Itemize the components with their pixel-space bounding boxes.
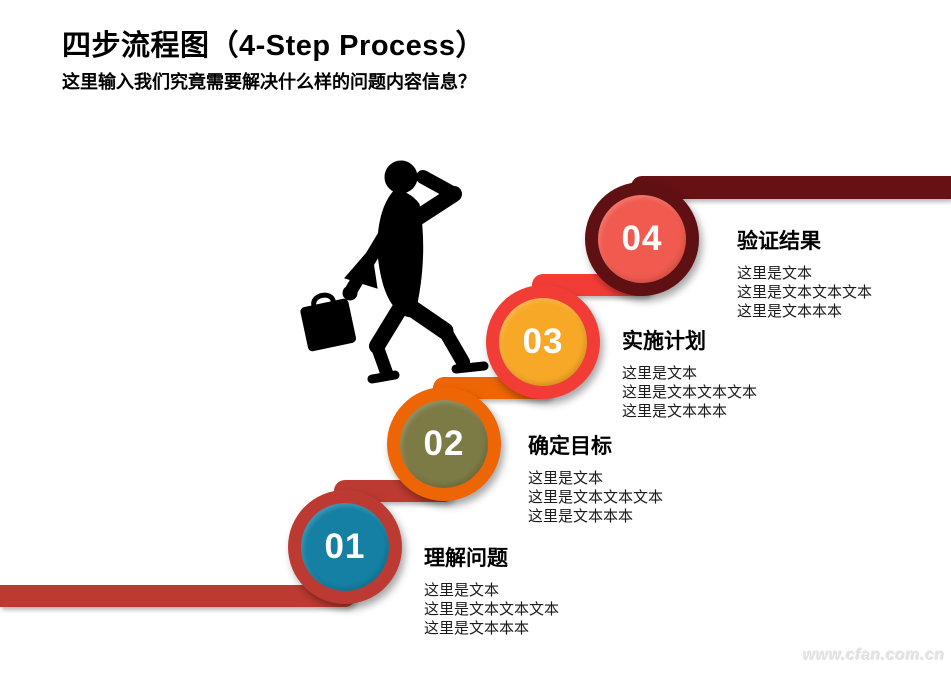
- silhouette-back-foot: [367, 370, 400, 384]
- slide-title: 四步流程图（4-Step Process）: [62, 30, 486, 62]
- step-1-line-3: 这里是文本本本: [424, 620, 530, 637]
- step-3-heading: 实施计划: [622, 330, 706, 353]
- silhouette-front-thigh: [401, 298, 454, 340]
- step-3-badge: 03: [486, 285, 600, 399]
- silhouette-back-calf: [370, 339, 394, 381]
- step-4-text-block: 验证结果 这里是文本 这里是文本文本文本 这里是文本本本: [737, 225, 951, 321]
- silhouette-head: [384, 160, 418, 194]
- step-1-line-1: 这里是文本: [424, 582, 500, 599]
- silhouette-left-arm: [345, 207, 404, 296]
- silhouette-hand: [342, 285, 358, 301]
- step-2-line-1: 这里是文本: [528, 470, 604, 487]
- step-3-text-block: 实施计划 这里是文本 这里是文本文本文本 这里是文本本本: [622, 325, 862, 421]
- step-3-line-2: 这里是文本文本文本: [622, 384, 758, 401]
- step-2-number: 02: [423, 424, 465, 463]
- step-1-number: 01: [324, 527, 366, 566]
- step-3-line-3: 这里是文本本本: [622, 403, 728, 420]
- stair-bar-exit: [631, 176, 951, 199]
- silhouette-front-foot: [451, 361, 489, 374]
- briefcase-icon: [300, 292, 357, 352]
- step-4-line-3: 这里是文本本本: [737, 303, 843, 320]
- step-4-number: 04: [621, 219, 663, 258]
- silhouette-upper-arm: [406, 186, 462, 228]
- step-3-number: 03: [522, 322, 564, 361]
- silhouette-forearm: [416, 170, 461, 201]
- step-2-line-2: 这里是文本文本文本: [528, 489, 664, 506]
- step-2-badge: 02: [387, 387, 501, 501]
- watermark: www.cfan.com.cn: [802, 647, 945, 664]
- step-4-line-2: 这里是文本文本文本: [737, 284, 873, 301]
- step-3-line-1: 这里是文本: [622, 365, 698, 382]
- step-2-line-3: 这里是文本本本: [528, 508, 634, 525]
- businessman-silhouette-icon: [300, 160, 489, 384]
- step-4-badge: 04: [585, 182, 699, 296]
- step-4-inner-circle: 04: [598, 195, 686, 283]
- step-4-line-1: 这里是文本: [737, 265, 813, 282]
- step-2-heading: 确定目标: [528, 435, 612, 458]
- step-4-heading: 验证结果: [737, 230, 821, 253]
- step-2-inner-circle: 02: [400, 400, 488, 488]
- step-2-text-block: 确定目标 这里是文本 这里是文本文本文本 这里是文本本本: [528, 430, 768, 526]
- silhouette-front-calf: [438, 324, 470, 369]
- step-1-line-2: 这里是文本文本文本: [424, 601, 560, 618]
- silhouette-back-thigh: [369, 302, 407, 354]
- step-1-badge: 01: [288, 490, 402, 604]
- step-1-text-block: 理解问题 这里是文本 这里是文本文本文本 这里是文本本本: [424, 542, 664, 638]
- step-1-heading: 理解问题: [424, 547, 508, 570]
- slide-subtitle: 这里输入我们究竟需要解决什么样的问题内容信息？: [62, 72, 476, 92]
- step-1-inner-circle: 01: [301, 503, 389, 591]
- step-3-inner-circle: 03: [499, 298, 587, 386]
- stair-bar-entry: [0, 585, 356, 607]
